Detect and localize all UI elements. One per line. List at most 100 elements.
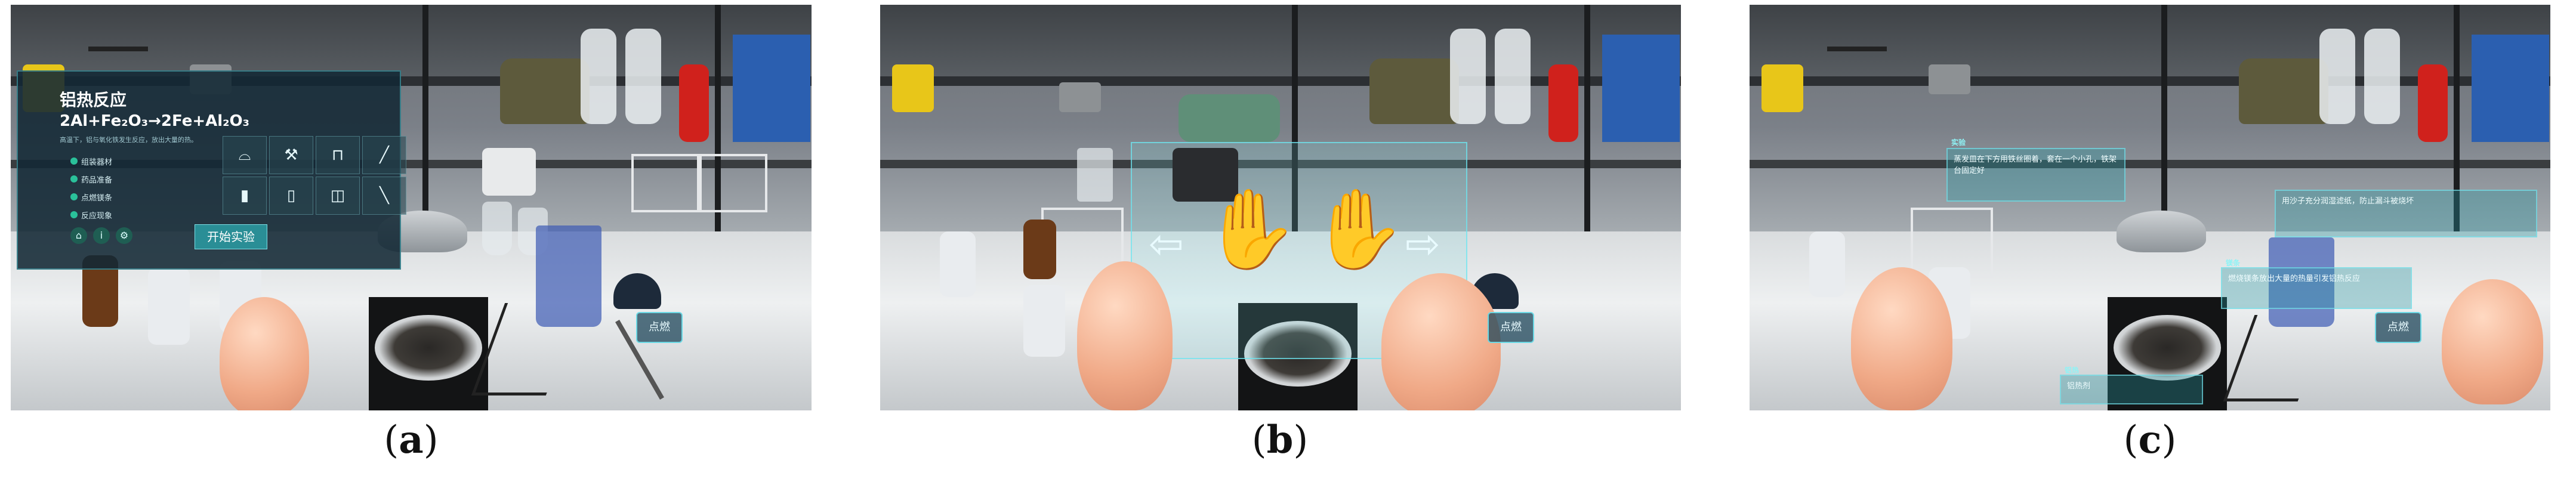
tip-heading: 实验 bbox=[1951, 138, 1966, 147]
step-item: 药品准备 bbox=[81, 176, 113, 185]
stand-pole bbox=[1292, 5, 1298, 231]
alcohol-lamp bbox=[613, 273, 661, 309]
tripod-stand bbox=[88, 47, 148, 87]
label-letter: a bbox=[399, 418, 424, 462]
tripod-stand bbox=[1827, 47, 1887, 87]
tip-text: 用沙子充分润湿滤纸，防止漏斗被烧坏 bbox=[2282, 197, 2414, 206]
brown-bottle bbox=[1023, 220, 1056, 279]
tool-slot-clamp-icon[interactable]: ⊓ bbox=[316, 136, 360, 174]
tip-text: 铝热剂 bbox=[2067, 382, 2091, 391]
reagent-bottle bbox=[581, 29, 616, 124]
step-check-icon bbox=[70, 211, 78, 218]
label-letter: c bbox=[2138, 418, 2162, 462]
lab-wall bbox=[1750, 5, 2550, 82]
stand-pole bbox=[2161, 5, 2167, 231]
experiment-title: 铝热反应 bbox=[60, 90, 127, 110]
stand-pole bbox=[2454, 5, 2460, 231]
left-hand bbox=[1851, 267, 1952, 410]
crucible bbox=[1059, 82, 1101, 112]
stand-pole bbox=[422, 5, 428, 231]
fire-extinguisher bbox=[679, 64, 709, 142]
microscope bbox=[482, 148, 536, 196]
glove-box bbox=[733, 35, 810, 142]
tip-heading: 镁条 bbox=[2226, 259, 2241, 267]
evaporating-dish bbox=[1244, 321, 1352, 387]
green-towel bbox=[1179, 94, 1280, 142]
right-hand-gesture-icon: ✋ bbox=[1310, 184, 1406, 274]
arrow-right-icon[interactable]: ⇨ bbox=[1405, 220, 1440, 268]
step-item: 组装器材 bbox=[81, 158, 113, 167]
arrow-left-icon[interactable]: ⇦ bbox=[1149, 220, 1184, 268]
erlenmeyer-flask bbox=[482, 202, 512, 255]
tool-slot-pan-icon[interactable]: ⌓ bbox=[223, 136, 267, 174]
funnel bbox=[2117, 211, 2206, 252]
reaction-formula: 2Al+Fe₂O₃→2Fe+Al₂O₃ bbox=[60, 112, 250, 130]
evaporating-dish bbox=[375, 315, 482, 381]
panel-c-screenshot: 蒸发皿在下方用铁丝圈着，套在一个小孔，铁架台固定好 实验 用沙子充分润湿滤纸，防… bbox=[1750, 5, 2550, 410]
beaker bbox=[1077, 148, 1113, 202]
hotplate bbox=[1173, 148, 1238, 202]
crucible bbox=[1929, 64, 1970, 94]
beaker-blue bbox=[2269, 237, 2334, 327]
step-check-icon bbox=[70, 175, 78, 183]
evaporating-dish bbox=[2114, 315, 2221, 381]
sand-pot bbox=[1369, 58, 1459, 124]
left-hand bbox=[1077, 261, 1173, 410]
tool-slot-wrench-icon[interactable]: ⚒ bbox=[269, 136, 313, 174]
lab-wall bbox=[11, 5, 812, 82]
panel-label-c: (c) bbox=[2123, 418, 2177, 462]
test-tube-rack bbox=[697, 154, 767, 212]
middle-shelf bbox=[1750, 160, 2550, 168]
experiment-description: 高温下，铝与氧化铁发生反应，放出大量的热。 bbox=[60, 136, 198, 144]
medicine-bottle bbox=[148, 267, 190, 345]
sand-pot bbox=[2239, 58, 2328, 124]
settings-icon[interactable]: ⚙ bbox=[116, 227, 132, 244]
home-icon[interactable]: ⌂ bbox=[70, 227, 87, 244]
tool-slot-tube-icon[interactable]: ▯ bbox=[269, 177, 313, 215]
glove-box bbox=[2472, 35, 2549, 142]
hazard-bottle bbox=[1761, 64, 1803, 112]
right-hand bbox=[1381, 273, 1501, 410]
sand-pot bbox=[500, 58, 590, 124]
reagent-bottle bbox=[625, 29, 661, 124]
stand-pole bbox=[1584, 5, 1590, 231]
tip-text: 蒸发皿在下方用铁丝圈着，套在一个小孔，铁架台固定好 bbox=[1954, 155, 2117, 175]
medicine-bottle bbox=[940, 231, 976, 297]
start-experiment-button[interactable]: 开始实验 bbox=[195, 224, 267, 249]
reagent-bottle bbox=[1495, 29, 1531, 124]
step-item: 点燃镁条 bbox=[81, 194, 113, 203]
fire-extinguisher bbox=[1548, 64, 1578, 142]
instruction-tip-3: 燃烧镁条放出大量的热量引发铝热反应 bbox=[2221, 267, 2412, 309]
hazard-bottle bbox=[892, 64, 934, 112]
reagent-bottle bbox=[2364, 29, 2400, 124]
fire-extinguisher bbox=[2418, 64, 2448, 142]
step-check-icon bbox=[70, 193, 78, 200]
tool-slot-stick-icon[interactable]: ╲ bbox=[362, 177, 406, 215]
medicine-bottle bbox=[1023, 285, 1065, 357]
stand-pole bbox=[715, 5, 721, 231]
panel-label-b: (b) bbox=[1251, 418, 1309, 462]
reagent-bottle bbox=[2319, 29, 2355, 124]
panel-a-screenshot: 铝热反应 2Al+Fe₂O₃→2Fe+Al₂O₃ 高温下，铝与氧化铁发生反应，放… bbox=[11, 5, 812, 410]
glove-box bbox=[1602, 35, 1680, 142]
instruction-tip-2: 用沙子充分润湿滤纸，防止漏斗被烧坏 bbox=[2275, 190, 2537, 237]
tool-slot-beaker-icon[interactable]: ◫ bbox=[316, 177, 360, 215]
medicine-bottle bbox=[1809, 231, 1845, 297]
tip-heading: 铝热 bbox=[2065, 366, 2080, 375]
beaker-blue bbox=[536, 225, 601, 327]
hand-pointing bbox=[220, 297, 309, 410]
tool-slot-rod-icon[interactable]: ╱ bbox=[362, 136, 406, 174]
right-hand bbox=[2442, 279, 2543, 404]
tip-text: 燃烧镁条放出大量的热量引发铝热反应 bbox=[2228, 274, 2361, 283]
lab-wall bbox=[880, 5, 1681, 82]
tool-slot-bottle-icon[interactable]: ▮ bbox=[223, 177, 267, 215]
info-icon[interactable]: i bbox=[93, 227, 110, 244]
instruction-tip-4: 铝热剂 bbox=[2060, 375, 2203, 404]
ignite-button[interactable]: 点燃 bbox=[636, 312, 683, 343]
step-check-icon bbox=[70, 157, 78, 165]
instruction-tip-1: 蒸发皿在下方用铁丝圈着，套在一个小孔，铁架台固定好 bbox=[1946, 148, 2125, 202]
ignite-button[interactable]: 点燃 bbox=[1488, 312, 1534, 343]
ignite-button[interactable]: 点燃 bbox=[2375, 312, 2421, 343]
step-item: 反应现象 bbox=[81, 212, 113, 221]
label-letter: b bbox=[1266, 418, 1294, 462]
